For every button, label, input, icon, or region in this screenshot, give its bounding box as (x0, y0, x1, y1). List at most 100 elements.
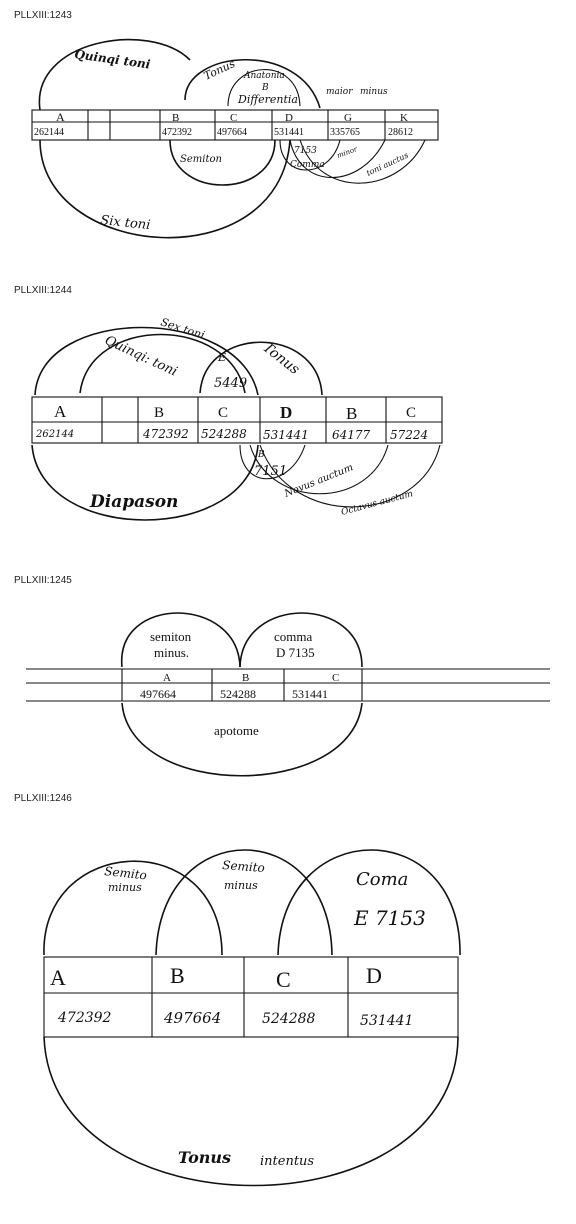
table-1243 (31, 109, 439, 141)
cell-number: 497664 (217, 127, 247, 138)
figure-1246: PLLXIII:1246 A B C D 472392 497664 52428… (0, 785, 576, 1220)
label-apotome: apotome (214, 723, 259, 738)
label-diapason: Diapason (89, 492, 178, 512)
cell-letter: A (163, 672, 171, 684)
label-semito-a: Semito (104, 864, 148, 882)
diagram-1245: A B C 497664 524288 531441 semiton minus… (26, 612, 550, 777)
label-minus: minus (360, 87, 388, 97)
cell-letter: D (280, 403, 292, 422)
label-e-letter: E (217, 351, 226, 364)
label-b-num: 7151 (254, 464, 287, 479)
cell-number: 64177 (332, 428, 371, 442)
label-quinqi-toni: Quinqi toni (74, 47, 152, 72)
cell-letter: C (276, 967, 291, 992)
figure-1243: PLLXIII:1243 A B C D G K 262144 (0, 0, 576, 285)
cell-letter: A (56, 110, 65, 124)
cell-letter: B (242, 672, 249, 684)
label-semiton: semiton (150, 629, 192, 644)
figure-label: PLLXIII:1245 (14, 575, 72, 586)
label-comma-num: D 7135 (276, 645, 315, 660)
arc-apotome (121, 702, 363, 777)
cell-number: 524288 (201, 427, 247, 441)
label-six-toni: Six toni (100, 213, 151, 233)
label-coma-num: E 7153 (353, 906, 426, 930)
cell-letter: B (170, 963, 185, 988)
cell-letter: B (346, 404, 357, 423)
arc-comma (239, 612, 363, 668)
cell-letter: B (172, 112, 179, 124)
label-comma-num: 7153 (294, 146, 317, 156)
arc-octavus (259, 444, 441, 508)
cell-letter: A (54, 402, 67, 421)
cell-letter: D (366, 963, 382, 988)
label-semito-b: Semito (222, 858, 265, 875)
table-1245 (26, 668, 550, 702)
cell-number: 262144 (35, 429, 74, 440)
arc-tonus (184, 58, 321, 109)
label-minor: minor (336, 145, 359, 160)
label-sex-toni: Sex toni (159, 315, 206, 341)
cell-number: 28612 (388, 127, 413, 138)
diagram-1243: A B C D G K 262144 472392 497664 531441 … (31, 38, 439, 239)
cell-number: 335765 (330, 127, 360, 138)
arc-semito-a (43, 860, 223, 956)
label-differentia: Differentia (237, 93, 298, 106)
figure-label: PLLXIII:1246 (14, 793, 72, 804)
cell-number: 472392 (142, 427, 189, 441)
cell-number: 531441 (274, 127, 304, 138)
figure-1245: PLLXIII:1245 A B C 497664 524288 531441 … (0, 575, 576, 780)
label-novus-auctum: Novus auctum (282, 462, 355, 500)
cell-letter: G (344, 112, 352, 124)
cell-letter: D (285, 112, 293, 124)
label-maior: maior (326, 87, 353, 97)
cell-number: 57224 (390, 428, 428, 442)
arc-quinqi-toni (79, 333, 246, 394)
cell-letter: C (230, 112, 237, 124)
arc-six-toni (38, 38, 291, 239)
arc-semiton (169, 139, 276, 186)
cell-letter: C (218, 405, 228, 421)
arc-comma (279, 139, 341, 171)
arc-tonus (199, 341, 323, 396)
cell-number: 524288 (262, 1011, 316, 1027)
label-toni-auctus: toni auctus (365, 151, 410, 178)
label-e-num: 5449 (214, 376, 247, 391)
cell-number: 524288 (220, 687, 256, 701)
label-comma: comma (274, 629, 312, 644)
cell-number: 262144 (34, 127, 64, 138)
label-anatonia-num: B (261, 83, 269, 93)
arc-semiton (121, 612, 241, 668)
arc-minor-2 (299, 139, 426, 184)
arc-sex-toni (34, 326, 259, 396)
cell-number: 472392 (162, 127, 192, 138)
arc-anatonia (227, 69, 301, 107)
label-octavus-auctum: Octavus auctum (340, 489, 414, 518)
cell-number: 531441 (292, 687, 328, 701)
arc-b (239, 444, 306, 480)
cell-letter: B (154, 405, 164, 421)
diagram-1246: A B C D 472392 497664 524288 531441 Semi… (43, 849, 461, 1187)
label-minus: minus. (154, 645, 189, 660)
table-1244 (31, 396, 443, 444)
label-tonus: Tonus (202, 57, 238, 83)
label-minus-a: minus (108, 881, 142, 894)
cell-letter: C (406, 405, 416, 421)
label-b-letter: B (257, 450, 265, 460)
label-comma: Comma (290, 160, 325, 170)
label-quinqi-toni: Quinqi: toni (102, 333, 179, 380)
arc-tonus (43, 1036, 459, 1187)
label-coma: Coma (356, 869, 408, 890)
cell-number: 531441 (263, 428, 309, 442)
arc-diapason (31, 444, 259, 521)
arc-semito-b (155, 849, 333, 956)
cell-number: 531441 (360, 1013, 413, 1029)
cell-letter: K (400, 112, 408, 124)
label-integritas: intentus (260, 1154, 314, 1169)
cell-number: 472392 (57, 1010, 112, 1026)
cell-letter: C (332, 672, 339, 684)
cell-number: 497664 (140, 687, 176, 701)
cell-number: 497664 (163, 1009, 221, 1027)
figure-1244: PLLXIII:1244 A B C D B C 262144 472392 5… (0, 285, 576, 575)
figure-label: PLLXIII:1243 (14, 10, 72, 21)
arc-novus (249, 444, 389, 495)
